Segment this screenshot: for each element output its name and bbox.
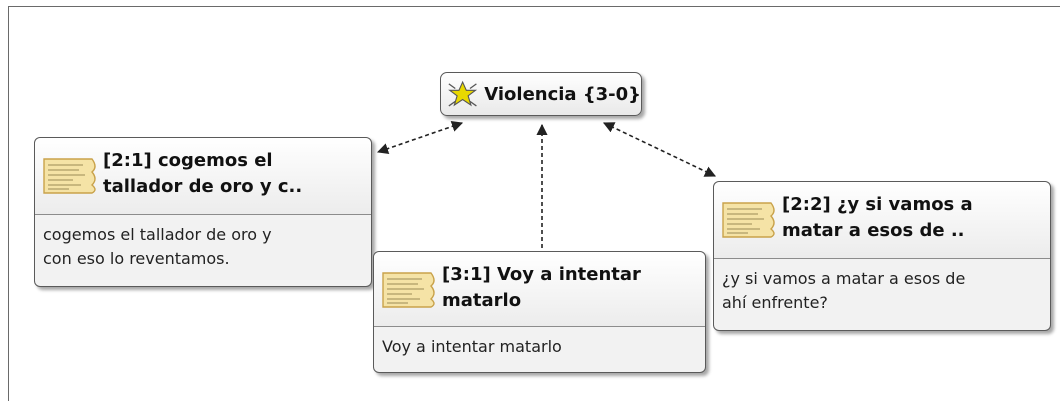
- document-icon: [382, 272, 435, 308]
- quotation-text-line: ¿y si vamos a matar a esos de: [722, 269, 966, 288]
- quotation-title-line: [2:2] ¿y si vamos a: [782, 194, 973, 215]
- quotation-text: ¿y si vamos a matar a esos de ahí enfren…: [714, 259, 1050, 323]
- link-violencia-2-1[interactable]: [376, 120, 464, 155]
- code-node-violencia[interactable]: Violencia {3-0}: [440, 72, 642, 116]
- quotation-text: cogemos el tallador de oro y con eso lo …: [35, 215, 371, 279]
- quotation-text: Voy a intentar matarlo: [374, 327, 705, 367]
- quotation-title-line: matar a esos de ..: [782, 220, 965, 241]
- quotation-text-line: Voy a intentar matarlo: [382, 337, 562, 356]
- quotation-text-line: cogemos el tallador de oro y: [43, 225, 272, 244]
- quotation-header: [3:1] Voy a intentar matarlo: [374, 252, 705, 327]
- quotation-node-3-1[interactable]: [3:1] Voy a intentar matarlo Voy a inten…: [373, 251, 706, 373]
- document-icon: [722, 202, 775, 238]
- quotation-title: [2:1] cogemos el tallador de oro y c..: [103, 148, 365, 200]
- quotation-text-line: ahí enfrente?: [722, 293, 828, 312]
- canvas-frame: [8, 6, 1060, 401]
- code-star-icon: [448, 80, 478, 107]
- quotation-title-line: tallador de oro y c..: [103, 176, 303, 197]
- quotation-text-line: con eso lo reventamos.: [43, 249, 230, 268]
- document-icon: [43, 158, 96, 194]
- quotation-title: [2:2] ¿y si vamos a matar a esos de ..: [782, 192, 1044, 244]
- quotation-title-line: matarlo: [442, 290, 522, 311]
- quotation-title-line: [3:1] Voy a intentar: [442, 264, 641, 285]
- quotation-header: [2:1] cogemos el tallador de oro y c..: [35, 138, 371, 215]
- quotation-node-2-1[interactable]: [2:1] cogemos el tallador de oro y c.. c…: [34, 137, 372, 287]
- quotation-header: [2:2] ¿y si vamos a matar a esos de ..: [714, 182, 1050, 259]
- link-violencia-2-2[interactable]: [602, 122, 717, 177]
- quotation-node-2-2[interactable]: [2:2] ¿y si vamos a matar a esos de .. ¿…: [713, 181, 1051, 331]
- code-label: Violencia {3-0}: [484, 83, 641, 105]
- quotation-title-line: [2:1] cogemos el: [103, 150, 273, 171]
- quotation-title: [3:1] Voy a intentar matarlo: [442, 262, 699, 314]
